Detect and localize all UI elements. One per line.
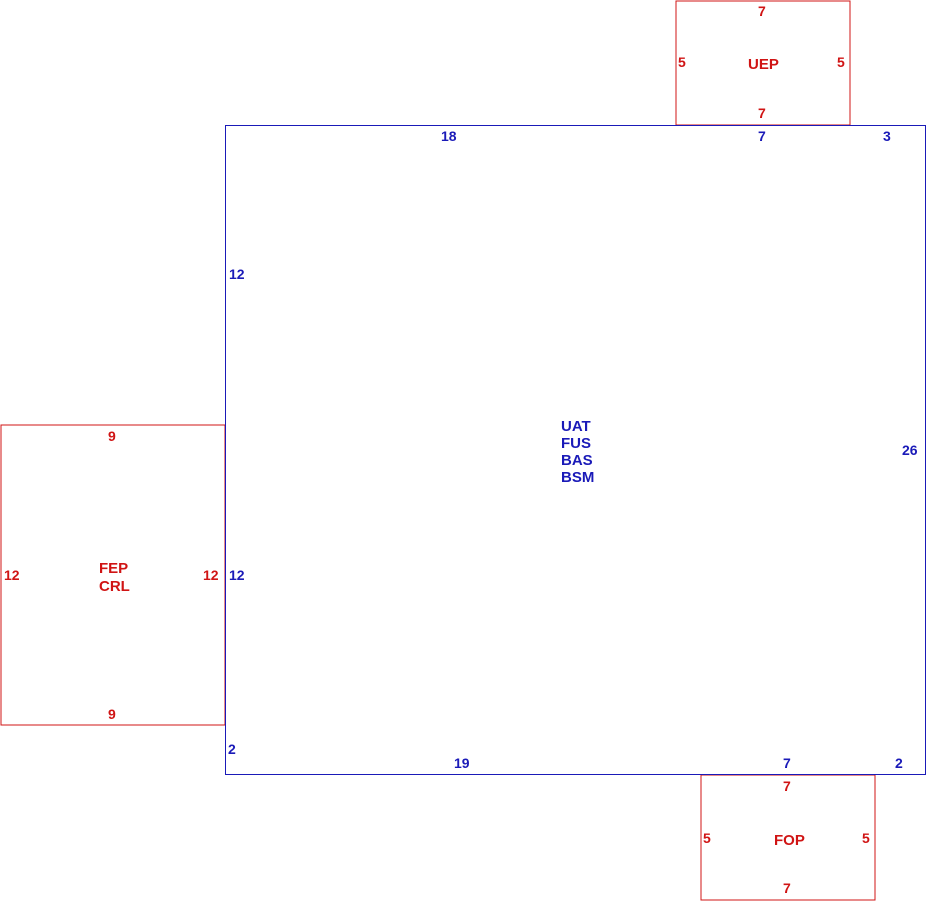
main-code-4: BSM bbox=[561, 469, 594, 486]
dim-main-left-lower: 12 bbox=[229, 567, 245, 583]
dim-uep-left: 5 bbox=[678, 54, 686, 70]
dim-main-top-mid: 7 bbox=[758, 128, 766, 144]
dim-fep-bottom: 9 bbox=[108, 706, 116, 722]
dim-main-right: 26 bbox=[902, 442, 918, 458]
uep-code: UEP bbox=[748, 56, 779, 73]
dim-main-bottom-right: 2 bbox=[895, 755, 903, 771]
dim-fop-left: 5 bbox=[703, 830, 711, 846]
dim-main-left-bottom: 2 bbox=[228, 741, 236, 757]
fop-code: FOP bbox=[774, 832, 805, 849]
dim-main-bottom-mid: 7 bbox=[783, 755, 791, 771]
dim-main-left-upper: 12 bbox=[229, 266, 245, 282]
dim-main-top-left: 18 bbox=[441, 128, 457, 144]
main-area-outline bbox=[225, 125, 926, 775]
dim-fop-right: 5 bbox=[862, 830, 870, 846]
dim-fep-right: 12 bbox=[203, 567, 219, 583]
dim-uep-top: 7 bbox=[758, 3, 766, 19]
dim-main-top-right: 3 bbox=[883, 128, 891, 144]
dim-uep-right: 5 bbox=[837, 54, 845, 70]
main-code-3: BAS bbox=[561, 452, 593, 469]
main-code-2: FUS bbox=[561, 435, 591, 452]
dim-fop-top: 7 bbox=[783, 778, 791, 794]
dim-fep-top: 9 bbox=[108, 428, 116, 444]
dim-main-bottom-left: 19 bbox=[454, 755, 470, 771]
fep-code-2: CRL bbox=[99, 578, 130, 595]
fep-code-1: FEP bbox=[99, 560, 128, 577]
main-code-1: UAT bbox=[561, 418, 591, 435]
dim-uep-bottom: 7 bbox=[758, 105, 766, 121]
dim-fep-left: 12 bbox=[4, 567, 20, 583]
dim-fop-bottom: 7 bbox=[783, 880, 791, 896]
